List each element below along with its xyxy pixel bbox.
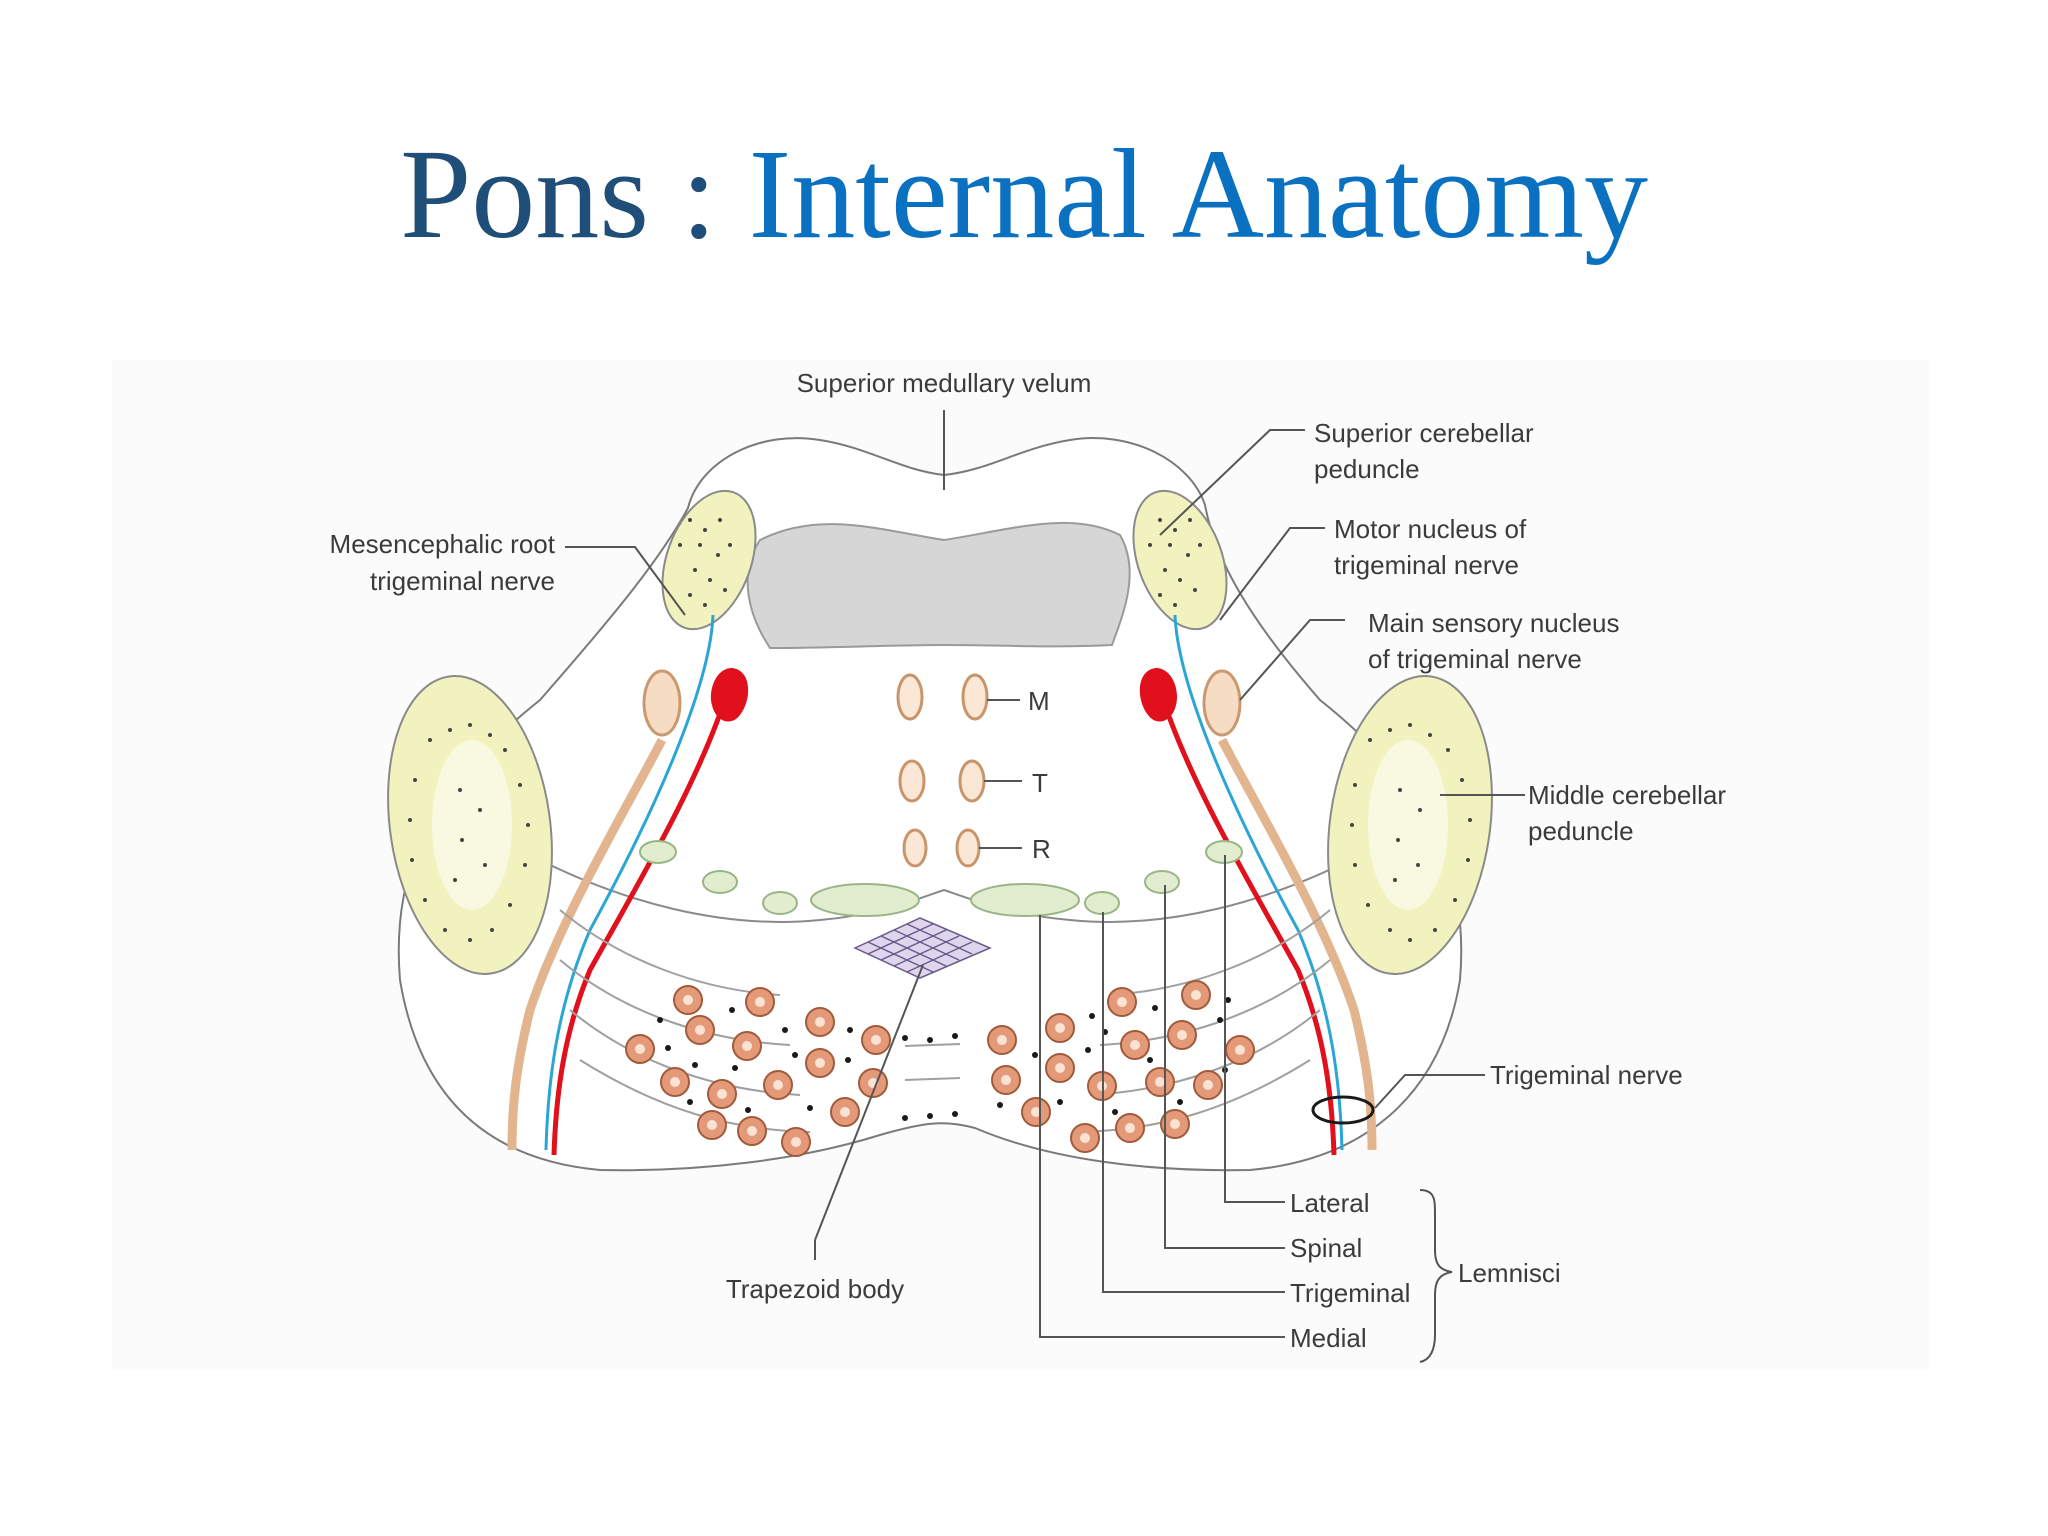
label-spinal: Spinal	[1290, 1233, 1362, 1263]
right-main-sensory-nucleus	[1202, 669, 1242, 737]
label-motor-nucleus-1: Motor nucleus of	[1334, 514, 1527, 544]
superior-peduncle-dots	[678, 518, 1202, 607]
label-lemnisci: Lemnisci	[1458, 1258, 1561, 1288]
middle-peduncle-dots	[408, 723, 1472, 942]
tegmentum-boundary	[539, 859, 1351, 923]
label-superior-cerebellar-2: peduncle	[1314, 454, 1420, 484]
leader-lines	[565, 429, 1525, 1338]
label-mesencephalic-2: trigeminal nerve	[370, 566, 555, 596]
left-middle-peduncle-inner	[432, 740, 512, 910]
trapezoid-body	[853, 917, 992, 979]
label-lateral: Lateral	[1290, 1188, 1370, 1218]
left-main-sensory-nucleus	[642, 669, 682, 737]
label-trigeminal-nerve: Trigeminal nerve	[1490, 1060, 1683, 1090]
label-superior-medullary-velum: Superior medullary velum	[797, 368, 1092, 398]
midline-tracts	[896, 673, 989, 868]
left-blue-nerve	[544, 614, 715, 1151]
right-middle-peduncle-inner	[1368, 740, 1448, 910]
label-superior-cerebellar-1: Superior cerebellar	[1314, 418, 1534, 448]
lemnisci-ovals	[639, 840, 1243, 917]
corticospinal-dots	[657, 997, 1231, 1121]
trigeminal-nerve-ring	[1311, 1095, 1375, 1125]
pontine-nuclei-centers	[635, 990, 1245, 1147]
label-medial: Medial	[1290, 1323, 1367, 1353]
right-blue-nerve	[1173, 614, 1344, 1151]
label-main-sensory-1: Main sensory nucleus	[1368, 608, 1619, 638]
left-red-nerve	[551, 689, 731, 1156]
fourth-ventricle	[746, 521, 1131, 650]
right-motor-nucleus	[1139, 668, 1178, 722]
label-middle-cerebellar-2: peduncle	[1528, 816, 1634, 846]
label-trapezoid-body: Trapezoid body	[726, 1274, 904, 1304]
right-red-nerve	[1157, 689, 1337, 1156]
title-part-pons: Pons :	[400, 123, 749, 265]
right-superior-cerebellar-peduncle	[1132, 489, 1228, 631]
label-middle-cerebellar-1: Middle cerebellar	[1528, 780, 1726, 810]
left-tan-nerve	[507, 737, 666, 1151]
label-motor-nucleus-2: trigeminal nerve	[1334, 550, 1519, 580]
label-trigeminal: Trigeminal	[1290, 1278, 1410, 1308]
label-main-sensory-2: of trigeminal nerve	[1368, 644, 1582, 674]
title-part-internal-anatomy: Internal Anatomy	[748, 123, 1648, 265]
right-tan-nerve	[1218, 737, 1377, 1151]
left-superior-cerebellar-peduncle	[661, 489, 757, 631]
slide-title: Pons : Internal Anatomy	[0, 118, 2048, 272]
lemnisci-brace	[1419, 1189, 1453, 1363]
label-m: M	[1028, 686, 1050, 716]
label-mesencephalic-1: Mesencephalic root	[330, 529, 556, 559]
left-motor-nucleus	[710, 668, 749, 722]
label-t: T	[1032, 768, 1048, 798]
label-r: R	[1032, 834, 1051, 864]
